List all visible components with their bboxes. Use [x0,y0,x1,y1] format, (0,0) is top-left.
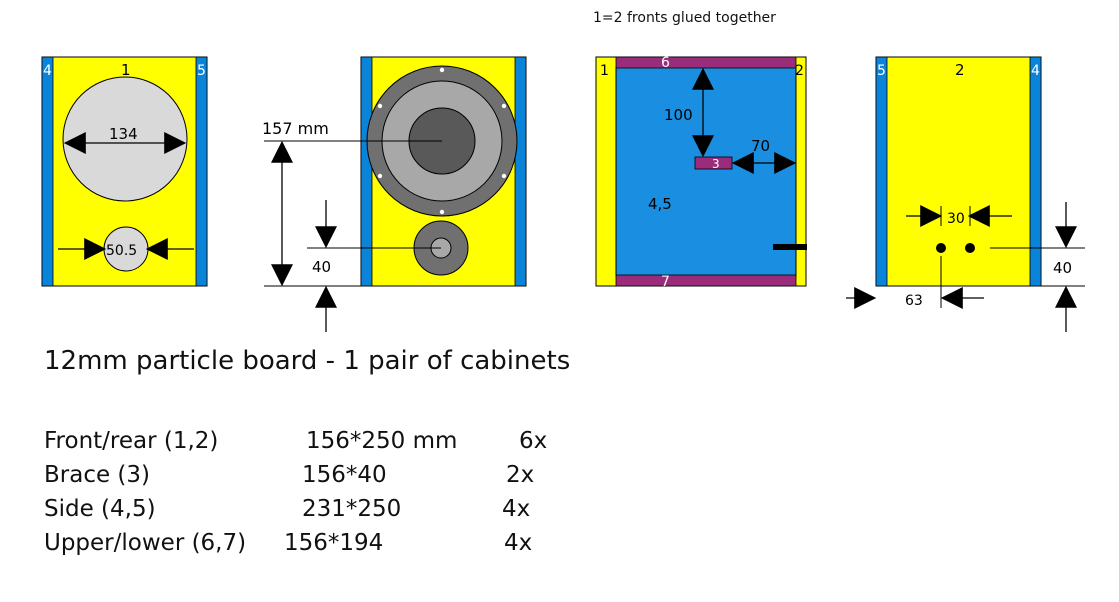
rear-label-4: 4 [1031,63,1040,79]
part-name: Side (4,5) [44,496,156,522]
terminal-spacing-label: 30 [947,211,965,227]
inside-view: 1 2 6 7 3 100 70 4,5 [595,55,807,290]
rear-label-2: 2 [955,61,965,79]
terminal-slot [773,244,807,250]
inside-label-6: 6 [661,55,670,71]
panel-label-1: 1 [121,61,131,79]
part-dims: 156*250 mm [306,428,458,454]
screw-icon [501,173,507,179]
brace-side-label: 70 [751,137,770,155]
woofer-height-label: 157 mm [262,119,329,138]
screw-icon [377,103,383,109]
panel-label-5: 5 [197,63,206,79]
side-strip-left [875,56,888,287]
side-strip-right [514,56,527,287]
part-qty: 4x [502,496,531,522]
part-dims: 156*40 [302,462,387,488]
inside-label-2: 2 [795,63,804,79]
inside-label-7: 7 [661,274,670,290]
parts-heading: 12mm particle board - 1 pair of cabinets [44,346,571,376]
terminal-icon [965,243,975,253]
rear-panel [875,56,1042,287]
screw-icon [439,209,445,215]
brace-top-label: 100 [664,106,693,124]
upper-panel [615,56,797,69]
part-name: Front/rear (1,2) [44,428,219,454]
side-strip-right [1029,56,1042,287]
front-with-drivers-view: 157 mm 40 [262,56,527,332]
terminal-height-label: 40 [1053,259,1072,277]
screw-icon [377,173,383,179]
rear-panel-view: 2 5 4 30 40 63 [846,56,1085,332]
screw-icon [501,103,507,109]
tweeter-hole-label: 50.5 [106,243,137,259]
lower-panel [615,274,797,287]
inside-label-1: 1 [600,63,609,79]
panel-label-4: 4 [43,63,52,79]
part-dims: 156*194 [284,530,384,556]
interior-sides [615,66,797,277]
part-dims: 231*250 [302,496,402,522]
tweeter-height-label: 40 [312,258,331,276]
part-name: Brace (3) [44,462,151,488]
part-qty: 4x [504,530,533,556]
terminal-icon [936,243,946,253]
side-strip-left [360,56,373,287]
part-qty: 2x [506,462,535,488]
woofer-hole-label: 134 [109,125,138,143]
part-qty: 6x [519,428,548,454]
terminal-side-label: 63 [905,293,923,309]
rear-label-5: 5 [877,63,886,79]
screw-icon [439,67,445,73]
side-strip-right [195,56,208,287]
side-strip-left [41,56,54,287]
front-panel-view: 1 4 5 134 50.5 [41,56,208,287]
sides-label: 4,5 [648,195,672,213]
brace-label: 3 [712,157,720,171]
part-name: Upper/lower (6,7) [44,530,247,556]
note-text: 1=2 fronts glued together [593,10,776,26]
